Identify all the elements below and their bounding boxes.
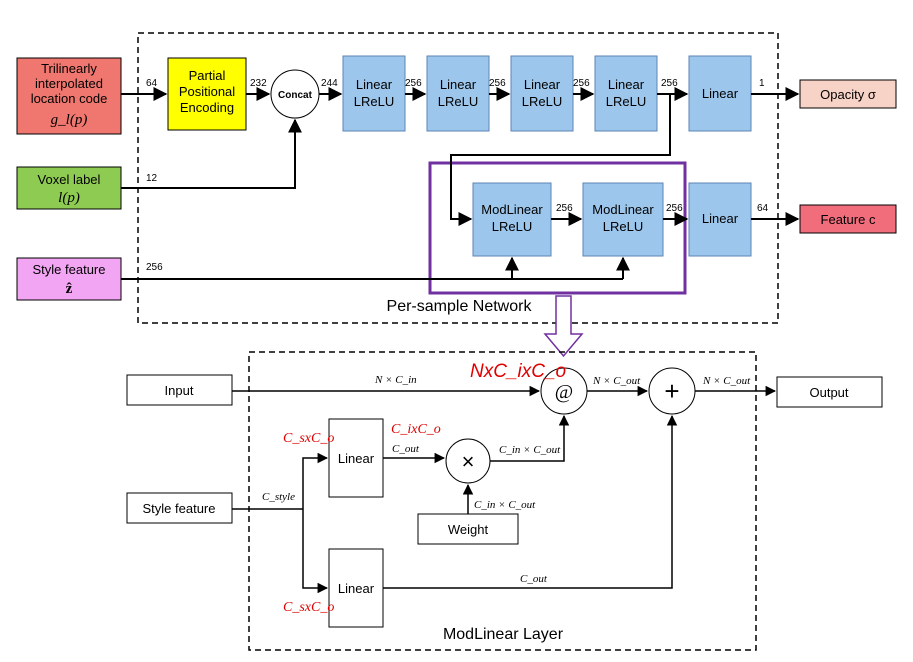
dim-244: 244	[321, 78, 338, 89]
output-box: Output	[776, 376, 883, 408]
feature-label: Feature c	[821, 212, 876, 227]
voxel-symbol: l(p)	[58, 190, 80, 206]
edge-voxel-concat	[121, 118, 302, 189]
dim-1: 1	[759, 78, 765, 89]
linear-upper-label: Linear	[338, 451, 375, 466]
linear-lrelu-3-line-2: LReLU	[522, 94, 562, 109]
linear-lrelu-2-line-2: LReLU	[438, 94, 478, 109]
linear-lrelu-1-line-2: LReLU	[354, 94, 394, 109]
linear-box-upper: Linear	[328, 418, 384, 498]
modlinear-layer-title: ModLinear Layer	[443, 626, 564, 643]
add-node: +	[648, 367, 696, 415]
encoding-line-2: Positional	[179, 84, 235, 99]
linear-lower-label: Linear	[338, 581, 375, 596]
modlinear-1-line-2: LReLU	[492, 219, 532, 234]
modlinear-lrelu-block-1: ModLinear LReLU	[472, 182, 552, 257]
annotation-cs-co-upper: C_sxC_o	[283, 431, 334, 446]
annotation-ci-co: C_ixC_o	[391, 422, 441, 437]
linear-lrelu-1-line-1: Linear	[356, 77, 393, 92]
dim-256c: 256	[573, 78, 590, 89]
weight-box: Weight	[417, 513, 519, 545]
input-label: Input	[165, 383, 194, 398]
dim-256a: 256	[405, 78, 422, 89]
style-feature-label: Style feature	[143, 501, 216, 516]
positional-encoding-box: Partial Positional Encoding	[167, 57, 247, 131]
label-c-out-a: C_out	[392, 443, 420, 455]
times-symbol: ×	[462, 449, 475, 474]
concat-node: Concat	[270, 69, 320, 119]
trilinear-input-box: Trilinearly interpolated location code g…	[16, 57, 122, 135]
label-n-cin: N × C_in	[374, 374, 417, 386]
linear-box-lower: Linear	[328, 548, 384, 628]
weight-label: Weight	[448, 522, 489, 537]
trilinear-line-3: location code	[31, 91, 108, 106]
dim-232: 232	[250, 78, 267, 89]
dim-256f: 256	[556, 203, 573, 214]
linear-lrelu-block-3: Linear LReLU	[510, 55, 574, 132]
style-feature-input-box: Style feature ẑ	[16, 257, 122, 301]
modlinear-layer-frame	[248, 351, 757, 651]
dim-64a: 64	[146, 78, 158, 89]
modlinear-highlight-box	[428, 161, 687, 295]
concat-label: Concat	[278, 90, 313, 101]
linear-lrelu-4-line-1: Linear	[608, 77, 645, 92]
voxel-line-1: Voxel label	[38, 172, 101, 187]
per-sample-network-frame	[137, 32, 779, 324]
dim-64b: 64	[757, 203, 769, 214]
dim-256g: 256	[666, 203, 683, 214]
linear-lrelu-block-1: Linear LReLU	[342, 55, 406, 132]
linear-lrelu-block-4: Linear LReLU	[594, 55, 658, 132]
per-sample-network-title: Per-sample Network	[387, 298, 533, 315]
linear-lrelu-3-line-1: Linear	[524, 77, 561, 92]
opacity-label: Opacity σ	[820, 87, 876, 102]
edge-split-linear-lower	[302, 509, 329, 594]
dim-256b: 256	[489, 78, 506, 89]
dim-256e: 256	[146, 262, 163, 273]
style-feature-box: Style feature	[126, 492, 233, 524]
annotation-n-ci-co: NxC_ixC_o	[470, 361, 566, 382]
trilinear-line-1: Trilinearly	[41, 61, 97, 76]
multiply-node: ×	[445, 438, 491, 484]
label-n-cout-b: N × C_out	[702, 375, 751, 387]
annotation-cs-co-lower: C_sxC_o	[283, 600, 334, 615]
input-box: Input	[126, 374, 233, 406]
edge-linear-lower-add	[383, 414, 678, 589]
feature-output-box: Feature c	[799, 204, 897, 234]
label-cin-cout-a: C_in × C_out	[499, 444, 561, 456]
edge-split-linear-upper	[302, 452, 329, 509]
style-line-1: Style feature	[33, 262, 106, 277]
label-n-cout-a: N × C_out	[592, 375, 641, 387]
label-c-style: C_style	[262, 491, 295, 503]
linear-bottom-label: Linear	[702, 211, 739, 226]
modlinear-2-line-1: ModLinear	[592, 202, 654, 217]
matmul-symbol: @	[555, 381, 573, 403]
modlinear-1-line-1: ModLinear	[481, 202, 543, 217]
dim-256d: 256	[661, 78, 678, 89]
label-c-out-b: C_out	[520, 573, 548, 585]
encoding-line-3: Encoding	[180, 100, 234, 115]
plus-symbol: +	[664, 376, 679, 406]
linear-lrelu-block-2: Linear LReLU	[426, 55, 490, 132]
encoding-line-1: Partial	[189, 68, 226, 83]
trilinear-line-2: interpolated	[35, 76, 103, 91]
label-cin-cout-b: C_in × C_out	[474, 499, 536, 511]
style-symbol: ẑ	[66, 281, 73, 297]
linear-block-top: Linear	[688, 55, 752, 132]
voxel-label-input-box: Voxel label l(p)	[16, 166, 122, 210]
linear-block-bottom: Linear	[688, 182, 752, 257]
linear-top-label: Linear	[702, 86, 739, 101]
edge-multiply-matmul	[490, 414, 570, 462]
trilinear-symbol: g_l(p)	[51, 112, 88, 128]
linear-lrelu-4-line-2: LReLU	[606, 94, 646, 109]
modlinear-2-line-2: LReLU	[603, 219, 643, 234]
dim-12: 12	[146, 173, 158, 184]
modlinear-lrelu-block-2: ModLinear LReLU	[582, 182, 664, 257]
output-label: Output	[809, 385, 848, 400]
linear-lrelu-2-line-1: Linear	[440, 77, 477, 92]
edge-branch-modlinear	[450, 94, 671, 226]
opacity-output-box: Opacity σ	[799, 79, 897, 109]
expand-down-arrow-icon	[543, 295, 584, 358]
matmul-node: @	[540, 367, 588, 415]
